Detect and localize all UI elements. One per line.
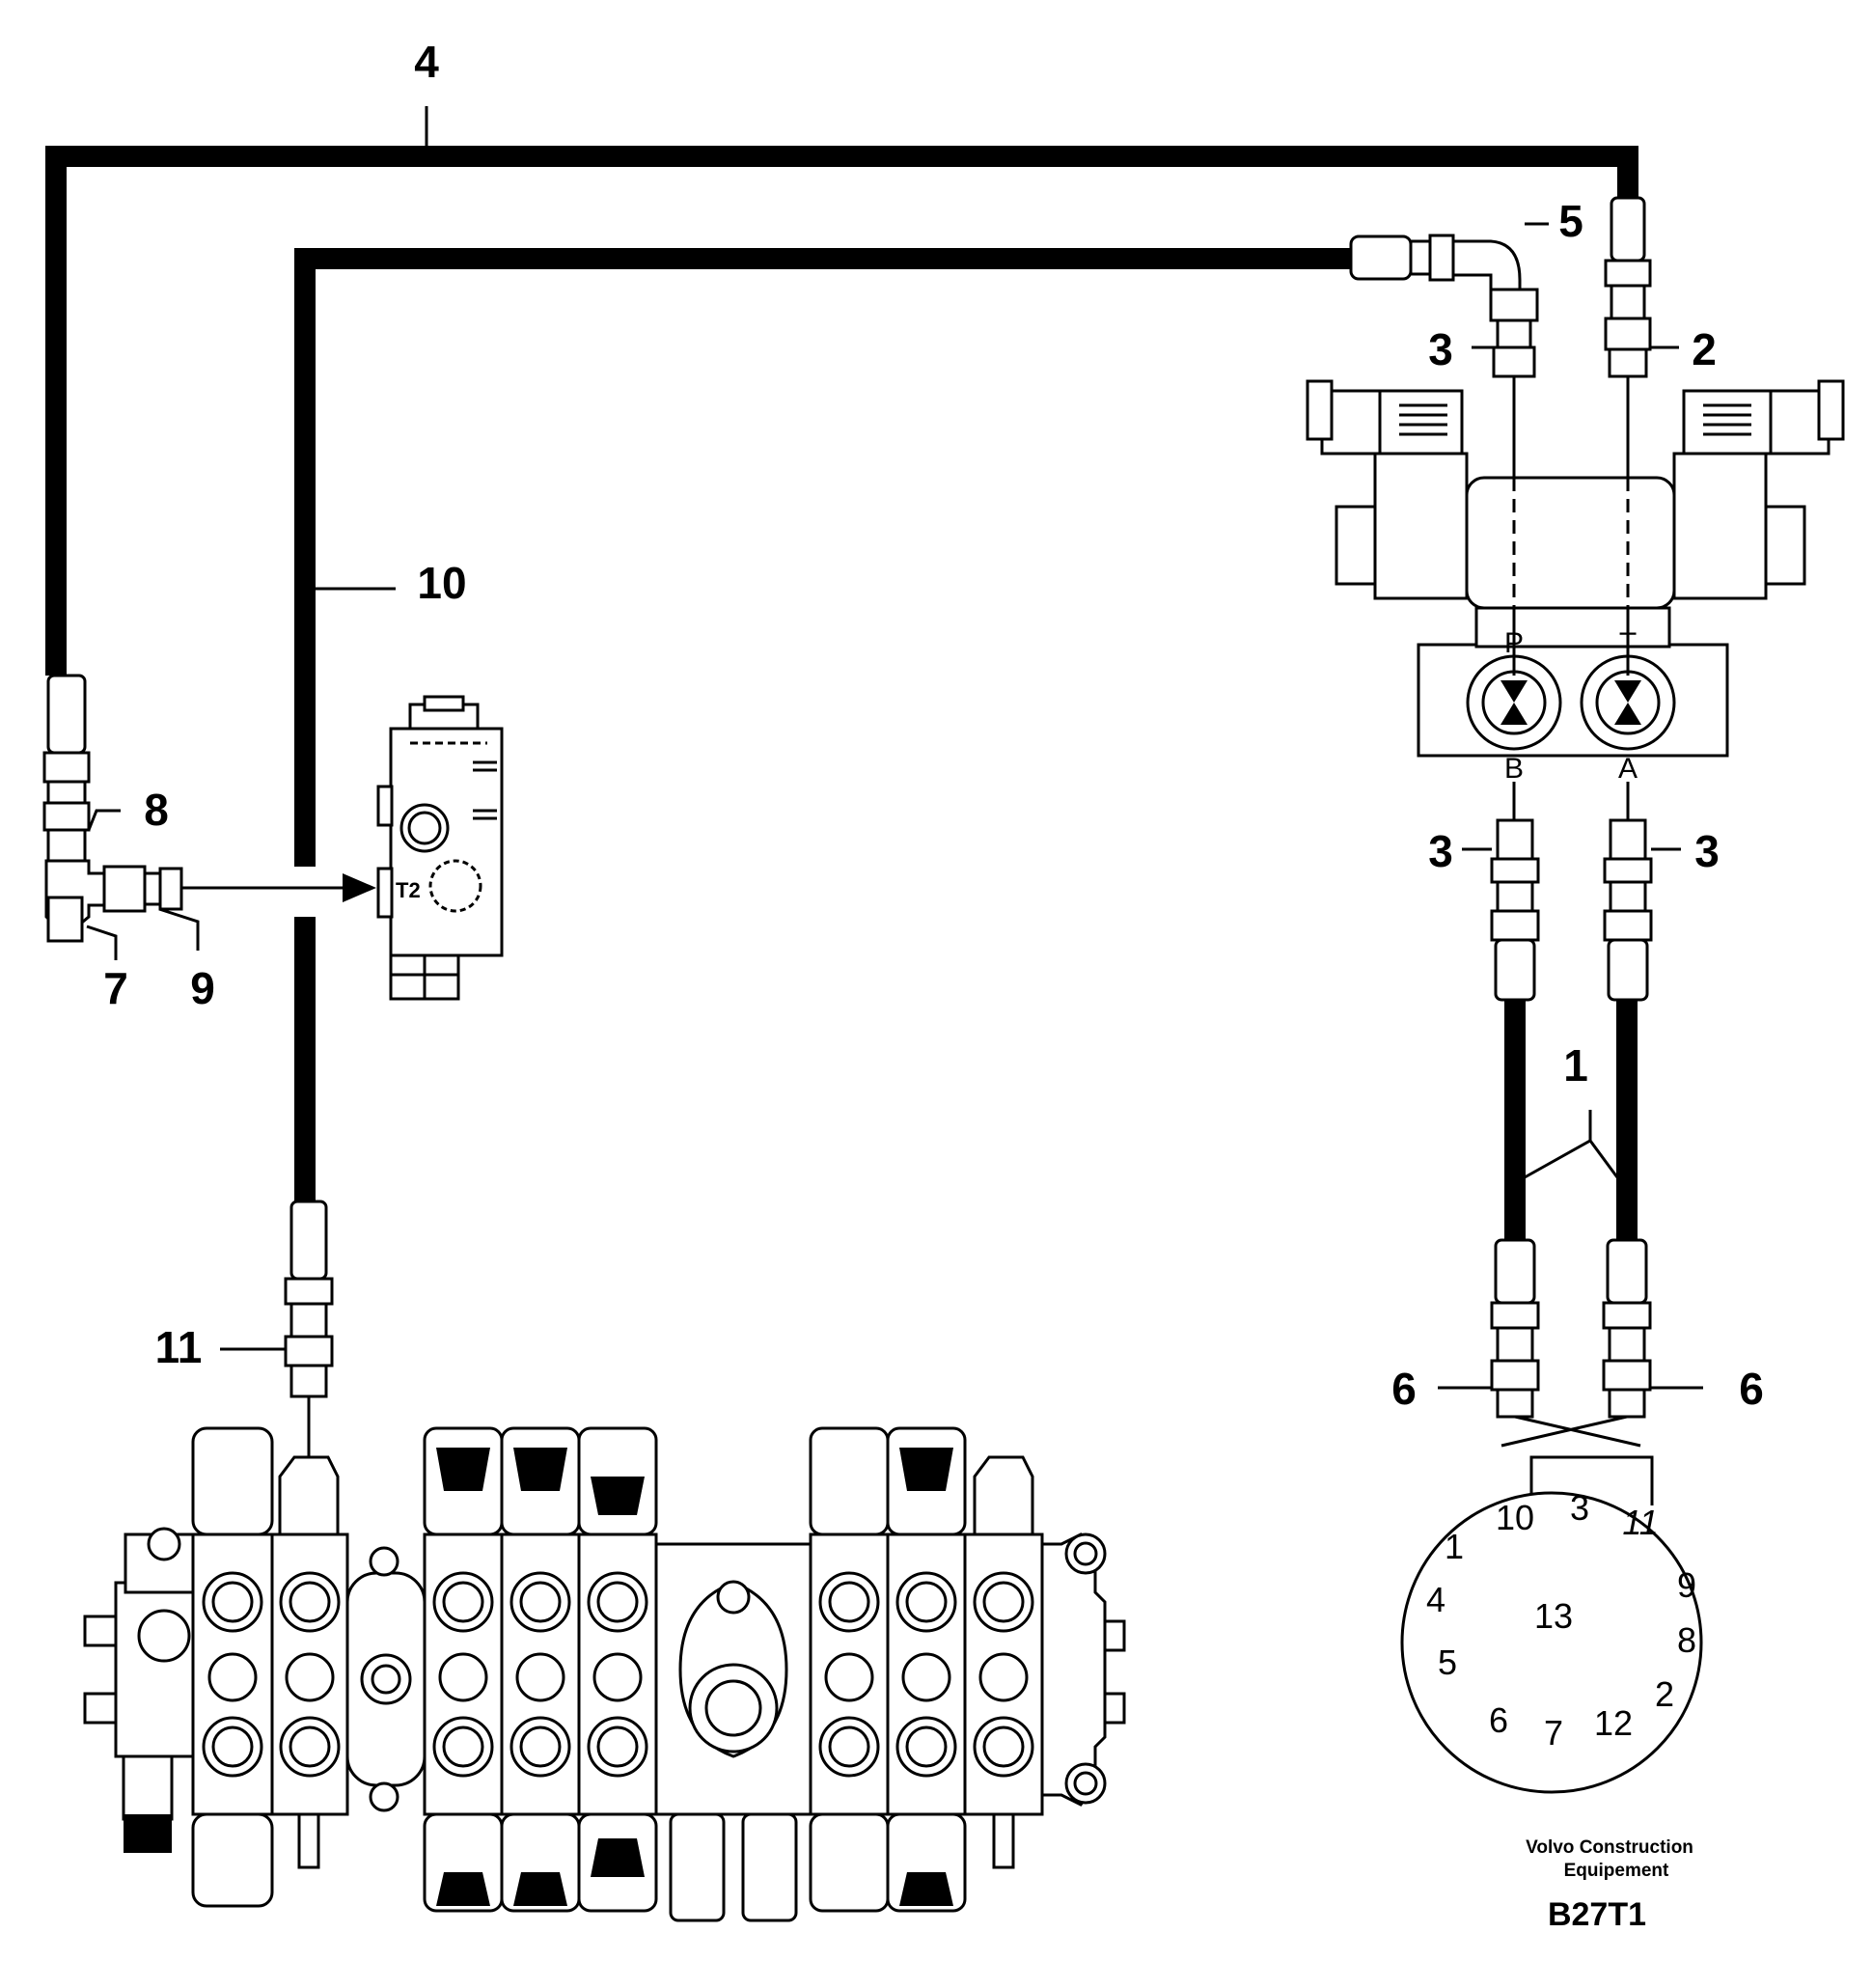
solenoid-valve: P T B A bbox=[1306, 379, 1845, 785]
figure-reference: B27T1 bbox=[1548, 1896, 1646, 1933]
callout-7: 7 bbox=[103, 963, 128, 1013]
fitting-6-right bbox=[1602, 1238, 1652, 1419]
callout-8: 8 bbox=[144, 785, 169, 835]
port-b-label: B bbox=[1504, 753, 1524, 785]
pin-label: 12 bbox=[1594, 1703, 1633, 1743]
port-a-label: A bbox=[1618, 753, 1638, 785]
callout-4: 4 bbox=[414, 37, 439, 87]
fitting-2 bbox=[1604, 196, 1652, 378]
port-t2-label: T2 bbox=[396, 878, 421, 902]
pin-label: 5 bbox=[1438, 1643, 1457, 1682]
callout-5: 5 bbox=[1558, 196, 1583, 246]
pin-label: 3 bbox=[1570, 1488, 1589, 1528]
callout-6-left: 6 bbox=[1391, 1364, 1417, 1414]
callout-6-right: 6 bbox=[1739, 1364, 1764, 1414]
brand-line-1: Volvo Construction bbox=[1526, 1837, 1693, 1858]
fitting-3-right bbox=[1603, 818, 1653, 1002]
pin-label: 7 bbox=[1544, 1713, 1563, 1753]
callout-9: 9 bbox=[190, 963, 215, 1013]
pin-label: 6 bbox=[1489, 1700, 1508, 1740]
pin-label: 11 bbox=[1622, 1503, 1658, 1542]
callout-2: 2 bbox=[1692, 324, 1717, 374]
pin-label: 1 bbox=[1445, 1527, 1464, 1566]
main-control-valve bbox=[83, 1426, 1126, 1922]
pin-label: 2 bbox=[1655, 1674, 1674, 1714]
hose-4 bbox=[45, 146, 1638, 676]
callout-3-top: 3 bbox=[1428, 324, 1453, 374]
t-fitting-assembly bbox=[42, 674, 376, 943]
elbow-fitting-5 bbox=[1349, 234, 1539, 378]
pin-label: 9 bbox=[1677, 1565, 1696, 1605]
fitting-11 bbox=[284, 1200, 334, 1398]
hose-10 bbox=[294, 248, 1353, 867]
pin-label: 4 bbox=[1426, 1580, 1445, 1619]
fitting-3-left bbox=[1490, 818, 1540, 1002]
callout-3-left: 3 bbox=[1428, 826, 1453, 876]
callout-3-right: 3 bbox=[1694, 826, 1720, 876]
callout-10: 10 bbox=[417, 558, 466, 608]
pin-label: 8 bbox=[1677, 1620, 1696, 1660]
callout-1: 1 bbox=[1563, 1040, 1588, 1091]
callout-11: 11 bbox=[155, 1322, 203, 1372]
brand-line-2: Equipement bbox=[1564, 1861, 1669, 1881]
pin-label: 13 bbox=[1534, 1596, 1573, 1636]
fitting-6-left bbox=[1490, 1238, 1540, 1419]
port-p-label: P bbox=[1504, 627, 1524, 659]
valve-block-t2: T2 bbox=[376, 695, 504, 1001]
connector-13-pin: 10 3 11 1 9 4 13 8 5 2 6 7 12 bbox=[1400, 1488, 1703, 1794]
port-t-label: T bbox=[1619, 627, 1637, 659]
pin-label: 10 bbox=[1496, 1498, 1534, 1537]
